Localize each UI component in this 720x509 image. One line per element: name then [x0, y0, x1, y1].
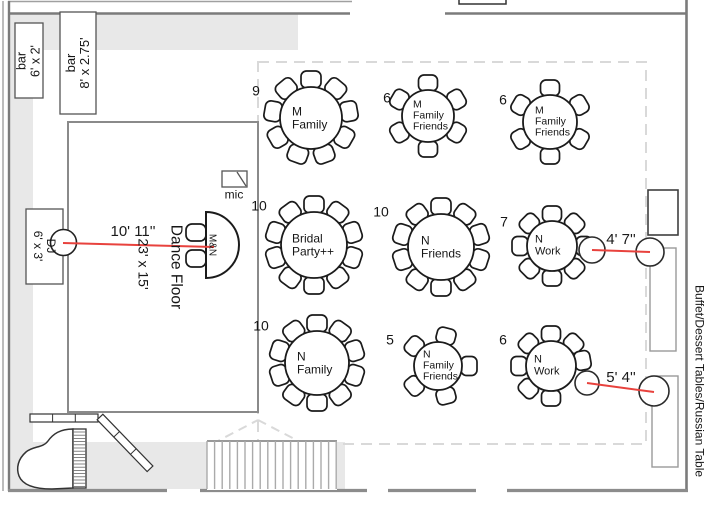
seat-count-n-family-friends: 5 — [386, 331, 394, 348]
buffet-dessert-label: Buffet/Dessert Tables/Russian Table — [692, 284, 707, 478]
chair — [185, 249, 207, 268]
chair — [541, 269, 563, 287]
railing-horizontal[interactable] — [29, 413, 99, 423]
chair — [306, 393, 328, 412]
seat-count-n-work-2: 6 — [499, 331, 507, 348]
dance-floor-label: Dance Floor — [167, 224, 185, 310]
measurement-work2-buffet: 5' 4'' — [606, 368, 636, 386]
table-m-family-friends-2[interactable] — [509, 79, 591, 165]
chair — [511, 235, 529, 257]
chair — [300, 70, 322, 89]
chair — [417, 140, 439, 158]
sweetheart-label: M&N — [206, 233, 218, 257]
chair — [303, 195, 325, 214]
table-name-m-family: M Family — [292, 104, 328, 131]
shaded-area-left — [10, 14, 33, 490]
table-name-bridal-party: Bridal Party++ — [292, 231, 335, 258]
measure-line — [591, 249, 651, 253]
dj-label: DJ 6' x 3' — [31, 230, 58, 262]
mic-label: mic — [224, 187, 244, 202]
table-m-family-friends-1[interactable] — [388, 74, 469, 158]
chair — [541, 205, 563, 223]
sweetheart-table[interactable] — [185, 210, 240, 280]
seat-count-m-family: 9 — [252, 82, 260, 99]
chair — [417, 74, 439, 92]
door-top — [458, 0, 507, 5]
table-top — [279, 86, 343, 150]
stairs[interactable] — [206, 440, 337, 490]
table-m-family[interactable] — [262, 70, 360, 166]
chair — [539, 147, 561, 165]
table-top — [413, 341, 463, 391]
railing-joint — [130, 448, 137, 455]
shaded-area-top — [10, 14, 298, 50]
seat-count-bridal-party: 10 — [251, 197, 267, 214]
table-name-n-family: N Family — [297, 349, 333, 376]
measure-line — [62, 242, 215, 248]
table-bridal-party[interactable] — [264, 195, 364, 295]
table-top — [280, 211, 348, 279]
dance-floor-size: 23' x 15' — [135, 238, 152, 290]
seat-count-n-friends: 10 — [373, 203, 389, 220]
table-name-m-family-friends-1: M Family Friends — [413, 98, 449, 133]
railing-joint — [113, 431, 120, 438]
table-top — [401, 89, 455, 143]
chair — [430, 278, 452, 297]
chair — [539, 79, 561, 97]
table-name-m-family-friends-2: M Family Friends — [535, 104, 571, 139]
bar-1-label: bar 6' x 2' — [14, 45, 43, 77]
table-name-n-work-2: N Work — [534, 353, 560, 377]
railing-diagonal[interactable] — [96, 413, 154, 473]
seat-count-n-family: 10 — [253, 317, 269, 334]
chair — [540, 389, 562, 407]
bar-2-label: bar 8' x 2.75' — [62, 37, 92, 89]
table-n-family[interactable] — [268, 314, 366, 412]
seat-count-m-family-friends-1: 6 — [383, 89, 391, 106]
chair — [303, 276, 325, 295]
table-n-friends[interactable] — [391, 197, 491, 297]
chair — [306, 314, 328, 333]
table-name-n-friends: N Friends — [421, 233, 462, 260]
table-n-family-friends[interactable] — [402, 326, 478, 406]
measure-line — [586, 382, 655, 393]
chair — [510, 355, 528, 377]
chair — [540, 325, 562, 343]
seat-count-n-work-1: 7 — [500, 213, 508, 230]
mic-stand[interactable] — [221, 170, 248, 188]
table-name-n-work-1: N Work — [535, 233, 561, 257]
table-name-n-family-friends: N Family Friends — [423, 348, 459, 383]
mic-stand-detail — [236, 171, 247, 187]
table-n-work-1[interactable] — [511, 205, 606, 287]
seat-count-m-family-friends-2: 6 — [499, 91, 507, 108]
table-top — [525, 340, 577, 392]
chair — [460, 355, 478, 377]
grand-piano[interactable] — [16, 428, 87, 490]
banquet-boundary-notch — [257, 419, 305, 445]
chair — [185, 223, 207, 242]
bar-2[interactable] — [59, 11, 97, 115]
table-top — [284, 330, 350, 396]
bar-1[interactable] — [14, 22, 44, 99]
table-top — [522, 94, 578, 150]
buffet-table-small[interactable] — [647, 189, 679, 236]
chair — [430, 197, 452, 216]
measurement-dj-sweetheart: 10' 11'' — [110, 222, 156, 240]
table-top — [407, 213, 475, 281]
measurement-work1-buffet: 4' 7'' — [606, 230, 636, 248]
table-top — [526, 220, 578, 272]
